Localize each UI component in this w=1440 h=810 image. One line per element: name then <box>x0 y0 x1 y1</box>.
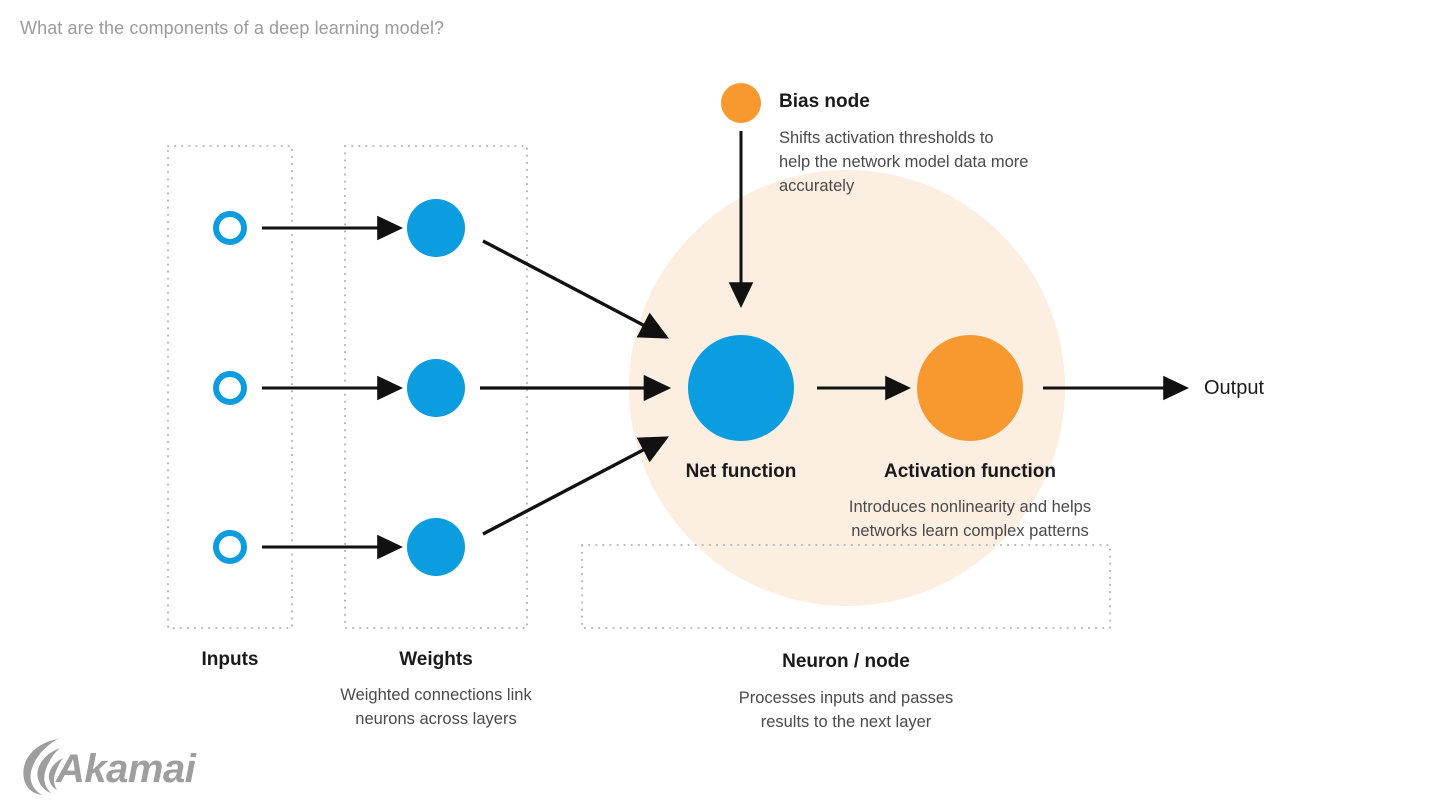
weight-node-2[interactable] <box>407 359 465 417</box>
weights-description: Weighted connections link neurons across… <box>340 686 532 728</box>
output-label: Output <box>1204 377 1265 399</box>
weight-node-1[interactable] <box>407 199 465 257</box>
akamai-swoosh-icon <box>23 739 63 795</box>
bias-node-heading: Bias node <box>779 91 870 112</box>
activation-function-label: Activation function <box>883 461 1057 482</box>
input-node-2[interactable] <box>213 371 247 405</box>
bias-node[interactable] <box>721 83 761 123</box>
neuron-description: Processes inputs and passes results to t… <box>738 689 954 731</box>
akamai-logo: Akamai <box>18 735 196 797</box>
bias-node-description: Shifts activation thresholds to help the… <box>779 129 1029 195</box>
inputs-heading: Inputs <box>201 649 259 670</box>
activation-function-node[interactable] <box>917 335 1023 441</box>
weight-node-3[interactable] <box>407 518 465 576</box>
net-function-node[interactable] <box>688 335 794 441</box>
inputs-group-box <box>166 144 294 630</box>
input-node-3[interactable] <box>213 530 247 564</box>
neuron-heading: Neuron / node <box>782 651 910 672</box>
activation-function-description: Introduces nonlinearity and helps networ… <box>848 498 1092 540</box>
input-node-1[interactable] <box>213 211 247 245</box>
arrow-weight1-net <box>482 239 670 339</box>
arrow-weight3-net <box>482 436 670 536</box>
weights-heading: Weights <box>399 649 473 670</box>
page-title: What are the components of a deep learni… <box>20 18 445 38</box>
net-function-label: Net function <box>685 461 797 482</box>
akamai-wordmark: Akamai <box>56 747 196 791</box>
